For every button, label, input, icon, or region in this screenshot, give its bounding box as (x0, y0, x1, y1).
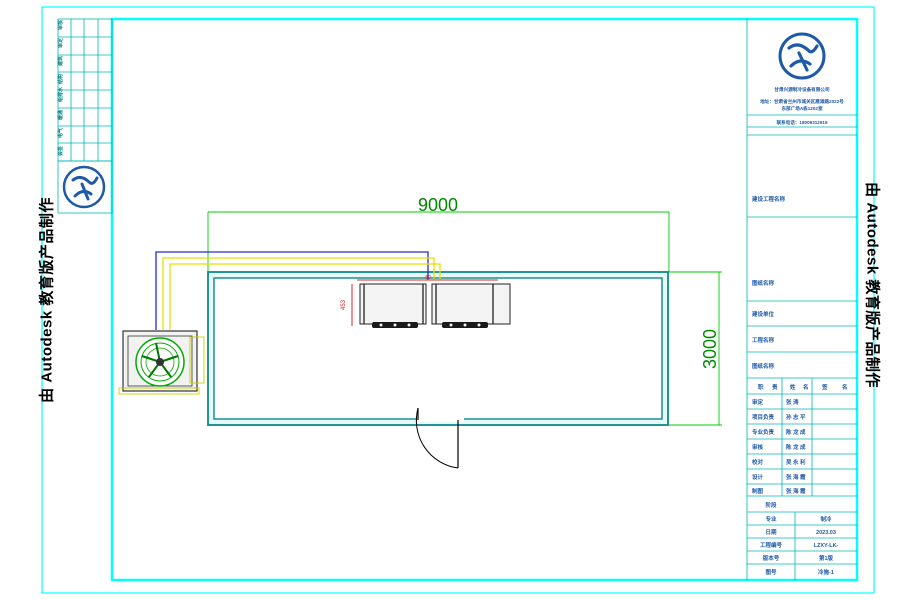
sign-name: 张 海 霞 (786, 487, 806, 495)
left-logo-box (57, 160, 113, 214)
sign-name: 陈 龙 成 (786, 443, 806, 451)
company-address-line2: 东部广场A栋1202室 (781, 105, 823, 112)
meta-label: 日期 (765, 528, 777, 536)
sign-table: 审定 张 涛 项目负责 孙 志 平 专业负责 陈 龙 成 审核 陈 龙 成 校对… (752, 398, 806, 495)
meta-label: 图号 (765, 568, 777, 576)
strip-label: 审定 (57, 38, 64, 48)
meta-table: 阶段 专业 制冷 日期 2023.03 工程编号 LZXY-LK- 版本号 第1… (760, 501, 839, 576)
company-phone: 联系电话：18009312919 (776, 119, 828, 126)
sign-role: 项目负责 (752, 413, 775, 421)
sign-name: 陈 龙 成 (786, 428, 806, 436)
meta-value: LZXY-LK- (814, 543, 839, 549)
fan-icon (135, 337, 185, 387)
evaporator-left (359, 283, 427, 325)
company-address-line1: 地址：甘肃省兰州市城关区雁滩路2022号 (760, 98, 844, 105)
meta-value: 第1版 (819, 554, 834, 562)
meta-label: 专业 (765, 515, 777, 523)
header-col: 姓 (789, 383, 796, 391)
company-name: 甘肃兴源制冷设备有限公司 (774, 86, 830, 93)
client-label: 建设单位 (752, 310, 775, 318)
sign-role: 制图 (752, 487, 764, 495)
project-label: 工程名称 (752, 336, 775, 344)
door-swing-icon (415, 402, 464, 469)
header-col: 签 (821, 383, 828, 391)
header-col: 名 (803, 383, 809, 391)
sign-name: 张 海 霞 (786, 473, 806, 481)
meta-label: 阶段 (765, 501, 777, 509)
sign-name: 张 涛 (786, 398, 799, 406)
company-logo-icon (62, 165, 106, 209)
header-col: 责 (772, 383, 778, 391)
sign-role: 专业负责 (752, 428, 775, 436)
plan-label: 图纸名称 (752, 362, 775, 370)
sign-table-header: 职 责 姓 名 签 名 (758, 383, 848, 391)
sign-role: 设计 (752, 473, 764, 481)
refrigerant-pipes (155, 251, 441, 330)
inner-border (110, 17, 859, 582)
strip-label: 电气 (57, 128, 64, 138)
strip-label: 暖通 (57, 110, 64, 120)
meta-value: 冷施-1 (818, 568, 834, 576)
left-signoff-strip (57, 18, 113, 162)
evap-height-dim: 453 (341, 299, 347, 310)
evaporator-units: 80 453 (341, 275, 511, 328)
evaporator-right (431, 283, 511, 325)
sign-role: 校对 (752, 458, 764, 466)
strip-label: 会签 (57, 145, 64, 157)
meta-value: 制冷 (820, 515, 832, 523)
dimension-width: 3000 (700, 329, 720, 369)
title-block-grid (746, 19, 857, 580)
sign-name: 吴 永 利 (786, 458, 806, 466)
meta-value: 2023.03 (816, 530, 836, 536)
meta-label: 版本号 (762, 554, 780, 562)
sign-role: 审核 (752, 443, 764, 451)
evap-top-dim: 80 (425, 275, 431, 281)
sign-name: 孙 志 平 (786, 413, 806, 421)
strip-label: 审核 (57, 20, 64, 30)
company-logo-icon (778, 32, 826, 80)
project-name-label: 建设工程名称 (752, 195, 786, 203)
strip-label: 给排水 (57, 86, 64, 102)
watermark-left: 由 Autodesk 教育版产品制作 (38, 197, 56, 403)
left-strip-labels: 审核 审定 建筑 结构 给排水 暖通 电气 会签 (57, 20, 64, 157)
dimension-length: 9000 (418, 195, 458, 215)
sign-role: 审定 (752, 398, 764, 406)
drawing-name-label: 图纸名称 (752, 279, 775, 287)
condensing-unit (118, 330, 205, 395)
strip-label: 结构 (57, 74, 64, 84)
header-col: 职 (758, 383, 764, 391)
strip-label: 建筑 (57, 56, 64, 67)
header-col: 名 (842, 383, 848, 391)
watermark-right: 由 Autodesk 教育版产品制作 (863, 182, 881, 388)
outer-border (41, 6, 875, 594)
meta-label: 工程编号 (760, 541, 783, 549)
